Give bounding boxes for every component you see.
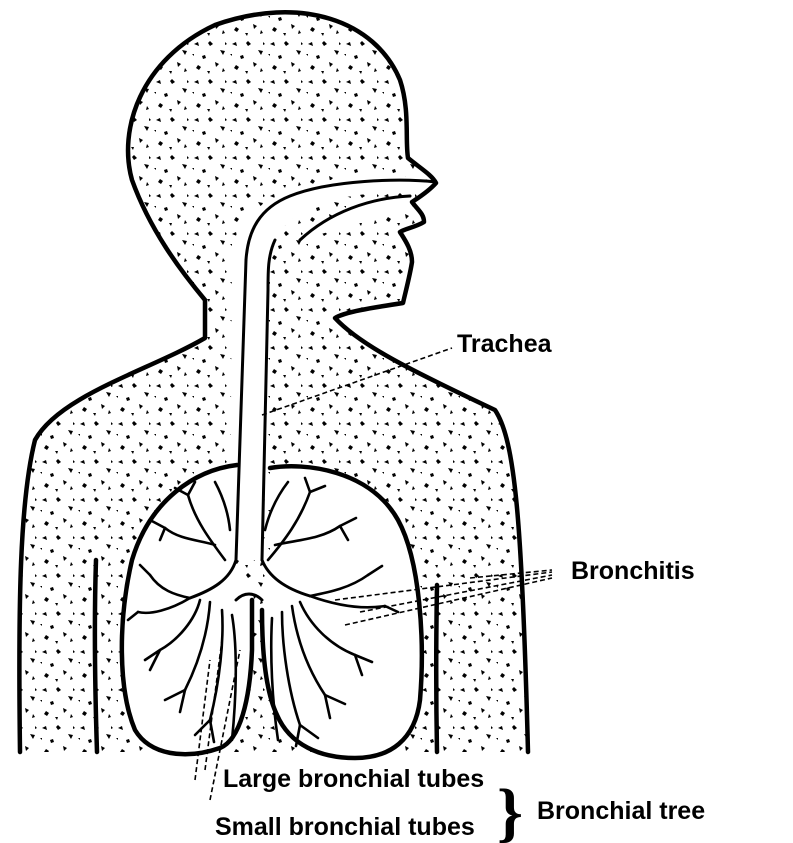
label-large-bronchial-tubes: Large bronchial tubes [223, 765, 484, 793]
label-bronchial-tree: Bronchial tree [537, 797, 705, 825]
right-arm-line [436, 585, 437, 752]
left-arm-line [95, 560, 97, 752]
bracket-brace: } [497, 776, 523, 843]
label-small-bronchial-tubes: Small bronchial tubes [215, 813, 475, 841]
label-trachea: Trachea [457, 330, 553, 358]
label-bronchitis: Bronchitis [571, 557, 695, 585]
